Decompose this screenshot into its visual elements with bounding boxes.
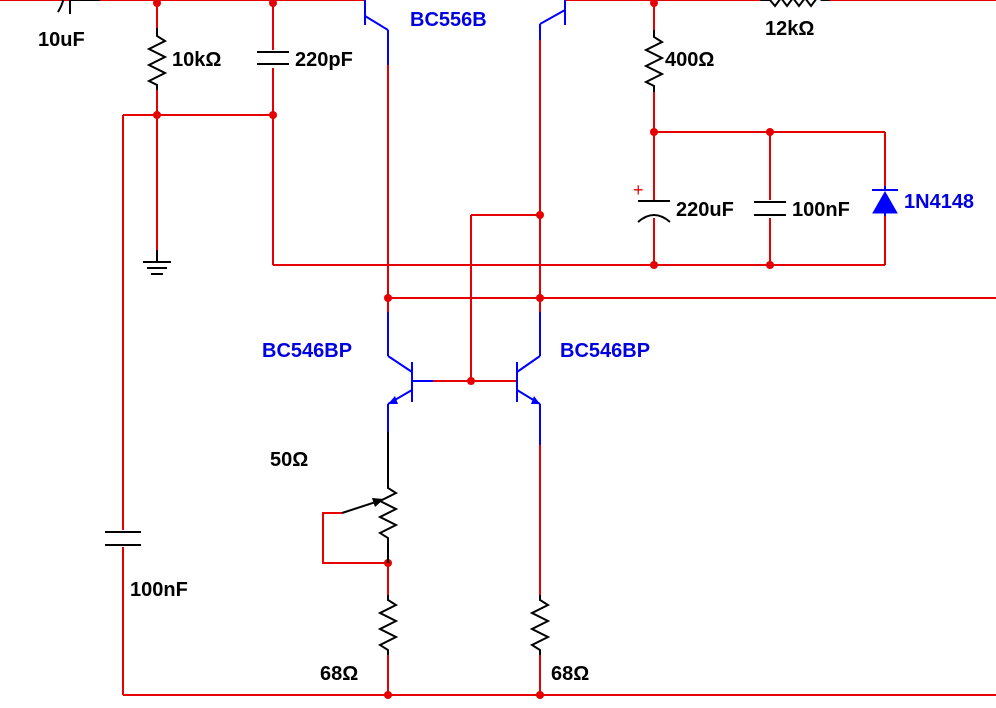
diode-1n4148	[872, 186, 898, 216]
label-c-decouple-left: 100nF	[130, 579, 188, 601]
capacitor-220pf	[257, 51, 289, 65]
label-q-pnp: BC556B	[410, 9, 487, 31]
label-c-decouple-top: 100nF	[792, 199, 850, 221]
label-d-ref: 1N4148	[904, 191, 974, 213]
label-r-emitter-right: 68Ω	[551, 663, 589, 685]
label-c-comp: 220pF	[295, 49, 353, 71]
resistor-400	[643, 30, 665, 92]
potentiometer-50	[341, 483, 399, 563]
transistor-bc546bp-left	[387, 312, 433, 432]
capacitor-220uf	[637, 200, 671, 223]
capacitor-100nf-left	[105, 531, 141, 546]
label-q-right: BC546BP	[560, 340, 650, 362]
transistor-bc546bp-right	[516, 312, 541, 445]
resistor-12k	[760, 0, 830, 8]
capacitor-input	[57, 0, 100, 14]
resistor-68-left	[377, 595, 399, 655]
label-r-supply: 400Ω	[665, 49, 714, 71]
resistor-10k	[146, 28, 168, 90]
label-c-bulk-polarity: +	[633, 180, 644, 200]
label-q-left: BC546BP	[262, 340, 352, 362]
resistor-68-right	[529, 595, 551, 655]
transistor-pnp-right	[539, 0, 566, 40]
junction-dots	[153, 0, 774, 699]
capacitor-100nf-top	[754, 201, 786, 216]
label-r-bias: 10kΩ	[172, 49, 221, 71]
label-c-bulk: 220uF	[676, 199, 734, 221]
label-pot: 50Ω	[270, 449, 308, 471]
label-r-feedback: 12kΩ	[765, 18, 814, 40]
label-c-input: 10uF	[38, 29, 85, 51]
transistor-bc556b	[364, 0, 389, 65]
label-r-emitter-left: 68Ω	[320, 663, 358, 685]
ground-icon	[143, 250, 171, 275]
